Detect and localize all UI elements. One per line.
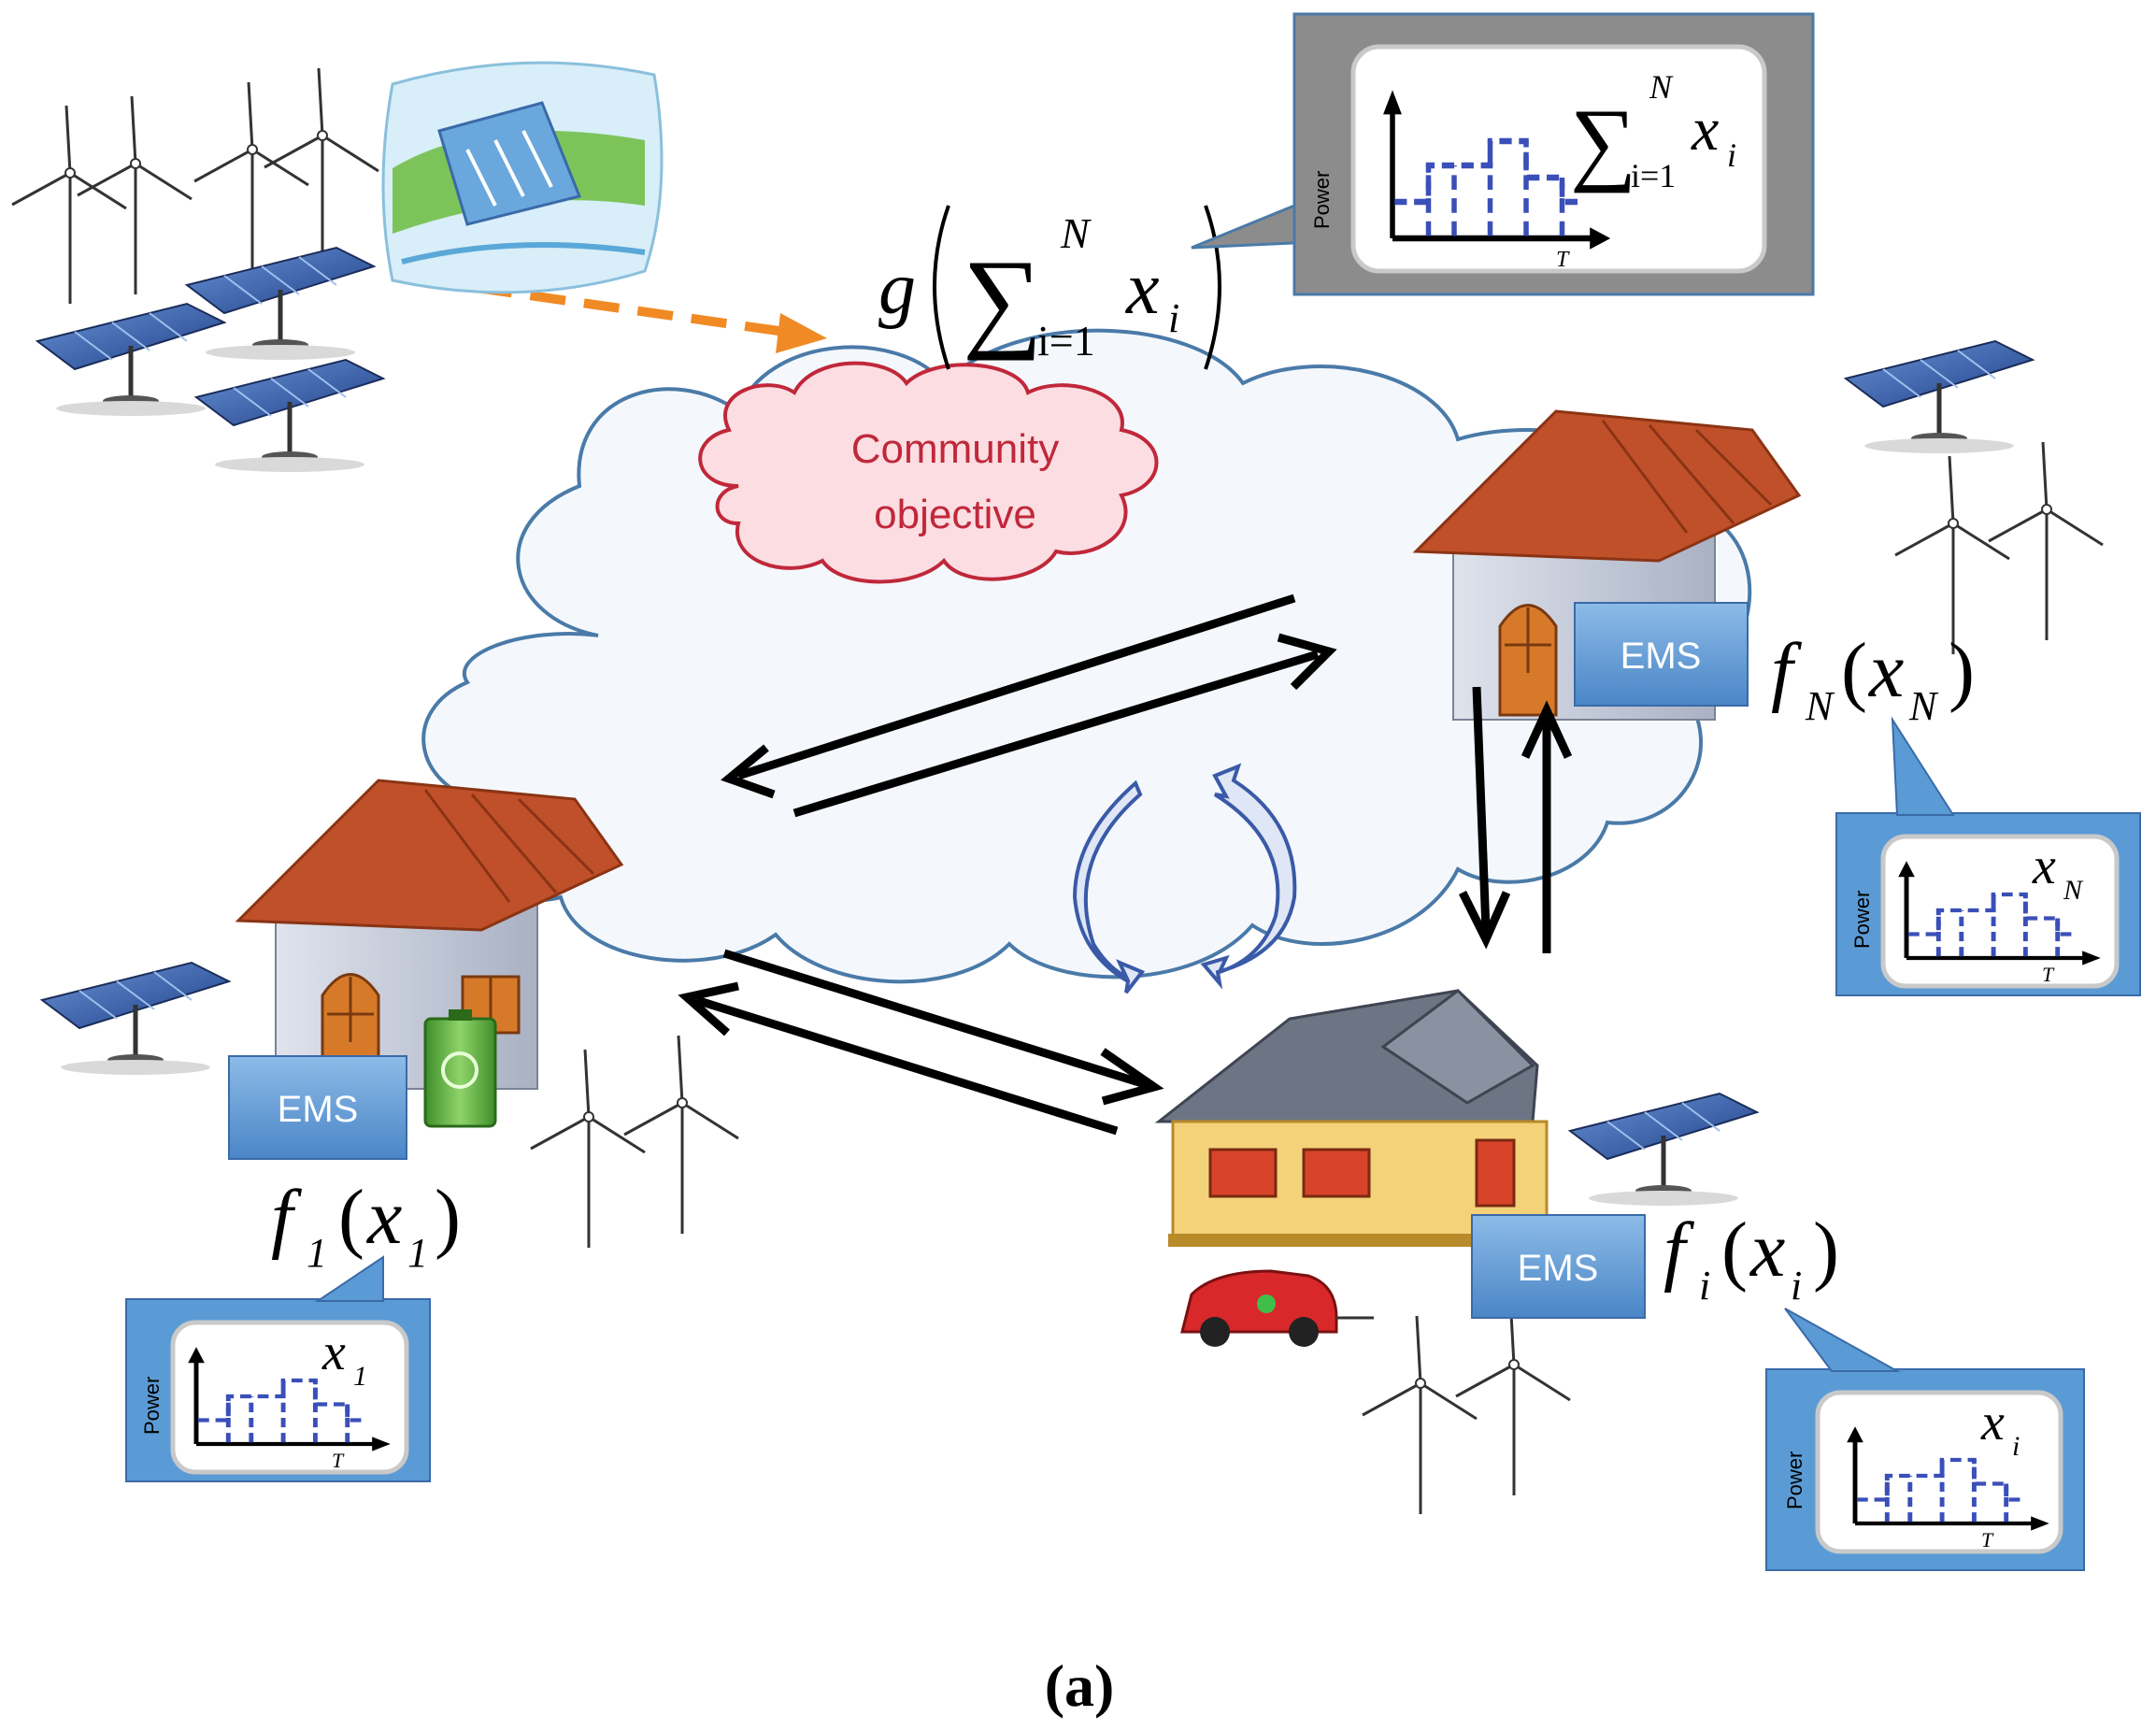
load-bubble-i-x: x [1980,1394,2005,1451]
generation-arrow-head [776,313,827,353]
house-i-icon [1154,989,1551,1247]
generation-arrow [476,283,786,336]
arrow-1-to-i [722,949,1147,1089]
load-bubble-1: Power T x 1 [125,1255,431,1482]
household-i: EMS f i ( x i ) Power T x i [1154,989,2085,1571]
objective-g: g [878,248,916,330]
aggregate-load-bubble: Power T ∑ N i=1 x i [1191,12,1815,296]
cost-close-1: ) [435,1174,461,1261]
load-bubble-1-axis-y: Power [140,1377,164,1435]
ems-label-n: EMS [1621,636,1702,677]
electric-car-icon [1180,1269,1374,1347]
wind-turbines-house-n [1893,440,2105,656]
aggregate-axis-y: Power [1310,171,1334,229]
cost-x-1: x [365,1174,402,1261]
ems-box-n[interactable] [1574,602,1749,707]
solar-panel-group-topleft [37,248,383,472]
objective-cloud [698,361,1159,584]
objective-cloud-line1: Community [851,426,1060,472]
solar-panel-house-n [1846,341,2033,453]
ems-box-i[interactable] [1471,1214,1646,1319]
figure-caption: (a) [1045,1652,1115,1719]
cost-open-i: ( [1721,1207,1748,1294]
battery-icon [423,1009,497,1128]
wind-turbines-house-i [1361,1295,1572,1516]
cost-xsub-i: i [1791,1263,1802,1308]
solar-panel-house-i [1570,1094,1757,1206]
cost-x-i: x [1749,1207,1785,1294]
load-bubble-i-xsub: i [2012,1431,2020,1462]
solar-panel-house-1 [42,963,229,1075]
arrow-i-to-1 [694,995,1119,1136]
communication-arrows [678,593,1573,1136]
aggregate-lower: i=1 [1631,157,1676,194]
cost-xsub-n: N [1908,683,1939,729]
load-bubble-n-x: x [2032,837,2056,895]
load-bubble-1-x: x [321,1323,346,1381]
ems-box-1[interactable] [228,1055,407,1160]
objective-x: x [1125,248,1160,330]
cost-f-n: f [1771,627,1803,714]
load-bubble-i-axis-y: Power [1783,1451,1806,1509]
objective-lower: i=1 [1037,317,1095,365]
left-paren [933,205,950,370]
cost-fsub-i: i [1699,1263,1710,1308]
wind-turbines-house-1 [529,1034,740,1250]
load-bubble-n-xsub: N [2063,875,2084,906]
right-paren [1204,205,1221,370]
cost-open-n: ( [1841,627,1867,714]
arrow-n-to-1 [736,593,1296,780]
cost-fsub-n: N [1805,683,1835,729]
objective-sum-symbol: ∑ [963,236,1043,361]
objective-xsub: i [1168,295,1179,341]
aggregate-xsub: i [1727,136,1736,174]
load-bubble-1-axis-x: T [332,1449,345,1472]
aggregate-sum: ∑ [1570,90,1636,193]
household-1: EMS f 1 ( x 1 ) Power T x 1 [42,779,740,1482]
arrow-1-to-n [792,650,1320,818]
objective-formula: g ∑ N i=1 x i [878,205,1221,370]
aggregate-x: x [1691,95,1719,164]
iteration-cycle-icon [1072,763,1297,994]
objective-upper: N [1060,209,1092,257]
load-bubble-i-axis-x: T [1981,1528,1994,1551]
load-bubble-n-axis-y: Power [1850,891,1874,949]
load-bubble-n: Power T x N [1835,716,2141,996]
load-bubble-1-xsub: 1 [353,1361,367,1392]
ems-label-1: EMS [278,1089,359,1130]
load-bubble-i: Power T x i [1765,1308,2085,1571]
cost-open-1: ( [338,1174,364,1261]
hydro-dam-icon [381,61,664,294]
aggregate-axis-x: T [1556,248,1570,272]
cost-xsub-1: 1 [407,1230,428,1276]
cost-close-i: ) [1813,1207,1839,1294]
household-n: EMS f N ( x N ) Power T x N [1414,341,2141,996]
load-bubble-n-axis-x: T [2042,963,2055,986]
arrow-n-to-i [1472,686,1491,931]
objective-cloud-line2: objective [874,492,1036,537]
cost-fsub-1: 1 [307,1230,327,1276]
ems-label-i: EMS [1518,1248,1599,1289]
cost-f-i: f [1663,1207,1695,1294]
cost-close-n: ) [1949,627,1975,714]
cost-x-n: x [1867,627,1904,714]
aggregate-upper: N [1649,68,1674,106]
cost-f-1: f [271,1174,303,1261]
